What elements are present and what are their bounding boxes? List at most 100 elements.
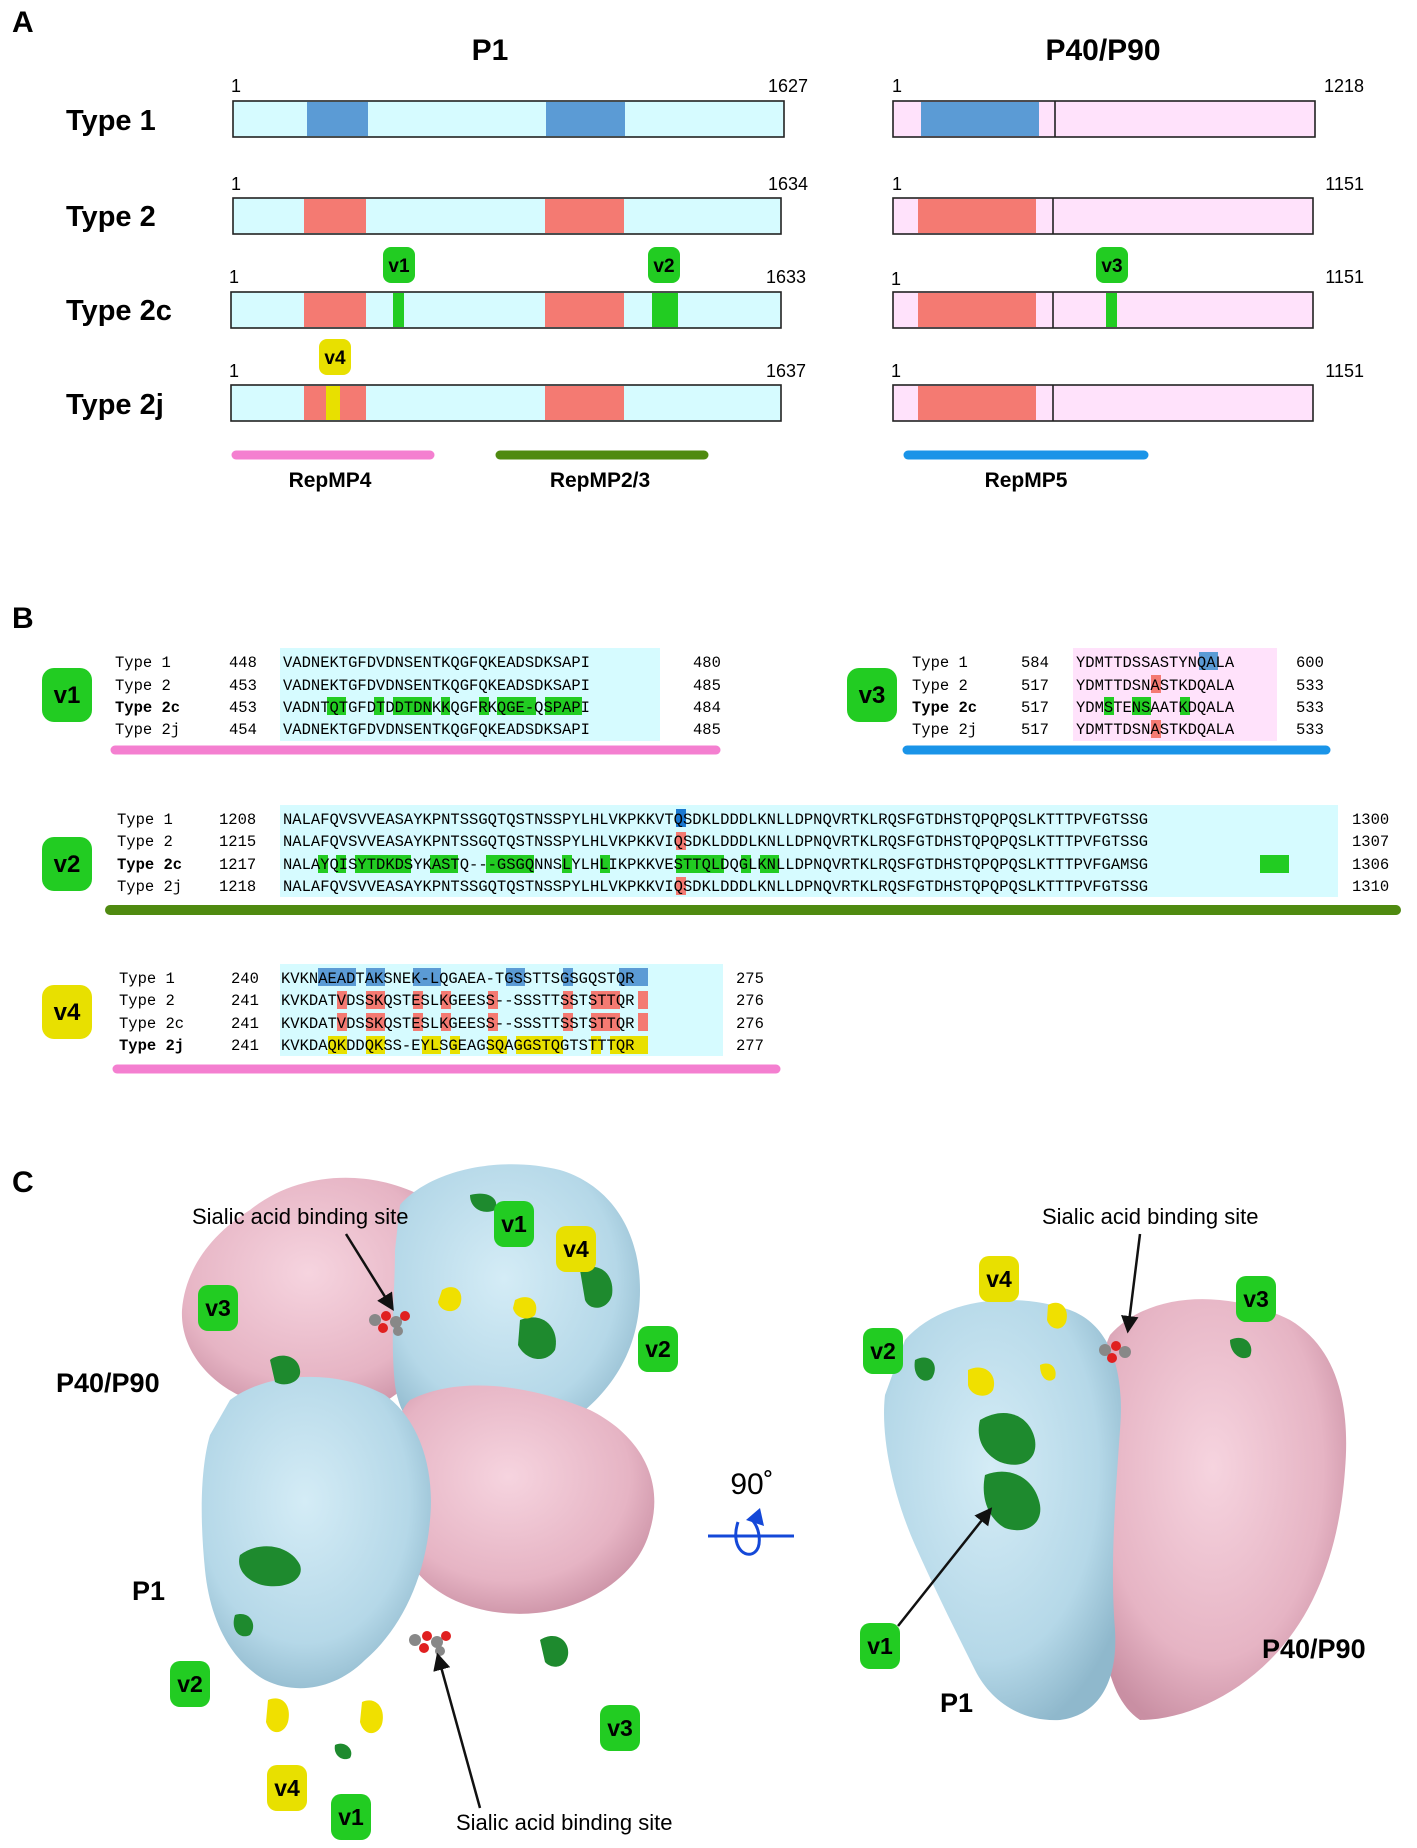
p40-region-rep5 (918, 386, 1036, 420)
p1-end: 1634 (768, 174, 808, 194)
v2-variant-mark (652, 293, 678, 327)
v1-hl (327, 697, 582, 715)
seq-end: 276 (736, 1015, 764, 1033)
badge-v3-c-bottom: v3 (600, 1705, 640, 1751)
seq-start: 453 (229, 699, 257, 717)
badge-v4-a: v4 (319, 339, 351, 375)
type1-row: Type 1 1 1627 1 1218 (66, 76, 1364, 138)
p1-end: 1627 (768, 76, 808, 96)
v2-hl (318, 809, 1289, 895)
badge-text: v2 (54, 851, 81, 878)
seq-name: Type 2c (119, 1015, 184, 1033)
badge-text: v3 (205, 1295, 231, 1321)
p40-header: P40/P90 (1045, 34, 1160, 67)
seq-name: Type 2 (117, 833, 173, 851)
seq-end: 485 (693, 721, 721, 739)
repmp4-label: RepMP4 (289, 469, 372, 492)
badge-text: v1 (501, 1211, 527, 1237)
seq: VADNEKTGFDVDNSENTKQGFQKEADSDKSAPI (283, 721, 590, 739)
seq-name: Type 2j (912, 721, 977, 739)
seq: NALAFQVSVVEASAYKPNTSSGQTQSTNSSPYLHLVKPKK… (283, 833, 1148, 851)
p40-end: 1218 (1324, 76, 1364, 96)
seq-start: 517 (1021, 677, 1049, 695)
alignment-row: Type 2 1215 NALAFQVSVVEASAYKPNTSSGQTQSTNSS… (117, 833, 1389, 851)
p1-end: 1637 (766, 361, 806, 381)
seq-end: 1310 (1352, 878, 1389, 896)
seq-start: 1218 (219, 878, 256, 896)
badge-text: v2 (177, 1671, 203, 1697)
green-patches-right (914, 1337, 1252, 1531)
p1-label-left: P1 (132, 1576, 165, 1606)
seq-start: 1208 (219, 811, 256, 829)
p40-start: 1 (892, 174, 902, 194)
p40-end: 1151 (1325, 267, 1364, 287)
seq-end: 484 (693, 699, 721, 717)
p1-start: 1 (229, 361, 239, 381)
p1-region-rep4 (304, 199, 366, 233)
v4-variant-mark (326, 386, 340, 420)
seq-start: 584 (1021, 654, 1049, 672)
seq: NALAYQISYTDKDSYKASTQ---GSGQNNSLYLHLIKPKK… (283, 856, 1148, 874)
p1-start: 1 (231, 76, 241, 96)
seq: KVKNAEADTAKSNEK-LQGAEA-TGSSTTSGSGQSTQR (281, 970, 634, 988)
repmp23-label: RepMP2/3 (550, 469, 650, 492)
seq: YDMTTDSNASTKDQALA (1076, 677, 1235, 695)
badge-v1-b: v1 (42, 668, 92, 722)
green-patches-left (233, 1193, 613, 1760)
sialic-arrow-lower (433, 1652, 482, 1809)
p40-end: 1151 (1325, 174, 1364, 194)
right-structure (884, 1299, 1347, 1721)
seq-start: 1215 (219, 833, 256, 851)
v1-arrow-right (897, 1507, 993, 1627)
seq-name: Type 2c (912, 699, 977, 717)
seq-end: 533 (1296, 677, 1324, 695)
rotation-indicator: 90˚ (708, 1468, 794, 1556)
p1-region-rep23 (545, 293, 624, 327)
p1-label-right: P1 (940, 1688, 973, 1718)
p40-upper-surface (181, 1177, 464, 1416)
seq-end: 277 (736, 1037, 764, 1055)
badge-text: v3 (1243, 1286, 1269, 1312)
sialic-arrow-upper (344, 1233, 394, 1311)
badge-text: v1 (867, 1633, 893, 1659)
badge-v4-c-top: v4 (556, 1226, 596, 1272)
seq-name: Type 2j (115, 721, 180, 739)
badge-text: v2 (870, 1338, 896, 1364)
badge-v2-c-left: v2 (170, 1661, 210, 1707)
badge-text: v2 (653, 256, 674, 277)
badge-text: v1 (388, 256, 410, 277)
row-label: Type 2j (66, 389, 164, 421)
seq-start: 241 (231, 1037, 259, 1055)
seq-start: 517 (1021, 721, 1049, 739)
yellow-patches-right (968, 1302, 1067, 1396)
seq-name: Type 1 (119, 970, 175, 988)
v1-alignment-bg (280, 648, 660, 741)
yellow-patches-left (266, 1287, 537, 1734)
seq-start: 517 (1021, 699, 1049, 717)
seq-end: 1300 (1352, 811, 1389, 829)
badge-v3-c-right: v3 (1236, 1276, 1276, 1322)
seq: KVKDAQKDDQKSS-EYLSGEAGSQAGGSTQGTSTTTQR (281, 1037, 634, 1055)
seq: YDMTTDSNASTKDQALA (1076, 721, 1235, 739)
p1-region-rep4 (307, 102, 368, 136)
seq-start: 1217 (219, 856, 256, 874)
v3-hl (1104, 652, 1218, 738)
seq-start: 453 (229, 677, 257, 695)
rotation-arrow-icon (734, 1518, 761, 1556)
seq: NALAFQVSVVEASAYKPNTSSGQTQSTNSSPYLHLVKPKK… (283, 811, 1148, 829)
seq-end: 600 (1296, 654, 1324, 672)
v4-hl (318, 968, 648, 1054)
